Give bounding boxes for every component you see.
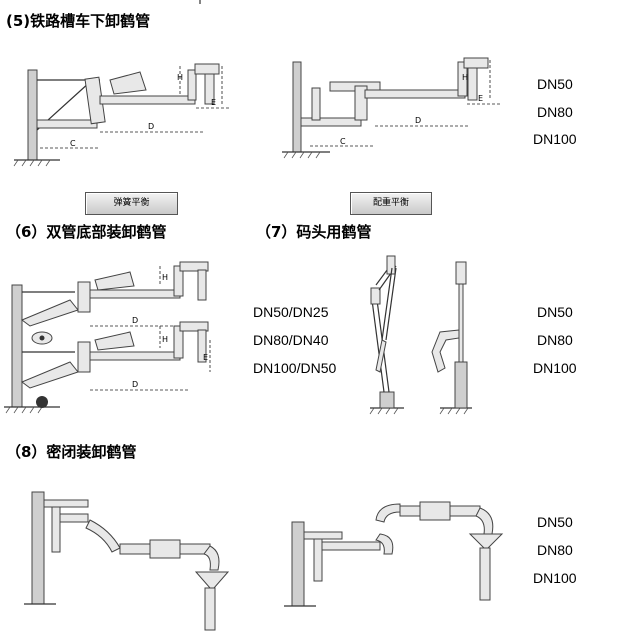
section-title-dual-pipe: （6）双管底部装卸鹤管 — [6, 223, 167, 241]
dim-label-e: E — [478, 94, 483, 103]
dim-label-e: E — [211, 98, 216, 107]
section-title-dock: （7）码头用鹤管 — [256, 223, 372, 241]
section-title-sealed: （8）密闭装卸鹤管 — [6, 443, 137, 461]
dim-label-c: C — [340, 137, 346, 146]
dn-label: DN80 — [537, 542, 573, 558]
dim-label-h: H — [162, 273, 168, 282]
dn-label: DN80 — [537, 332, 573, 348]
dn-label: DN100 — [533, 131, 577, 147]
dn-label: DN50/DN25 — [253, 304, 329, 320]
dn-label: DN50 — [537, 304, 573, 320]
section-title-railway: (5)铁路槽车下卸鹤管 — [6, 12, 151, 30]
dim-label-d: D — [148, 122, 154, 131]
dim-label-d: D — [132, 316, 138, 325]
dn-label: DN100 — [533, 570, 577, 586]
dim-label-c: C — [70, 139, 76, 148]
dual-pipe-arm-diagram — [4, 261, 211, 414]
sealed-arm-left-diagram — [24, 491, 230, 631]
dim-label-e: E — [203, 353, 208, 362]
railway-arm-spring-diagram — [13, 63, 230, 167]
dn-label: DN80 — [537, 104, 573, 120]
dn-label: DN100/DN50 — [253, 360, 337, 376]
dim-label-h: H — [462, 73, 468, 82]
dn-label: DN100 — [533, 360, 577, 376]
dim-label-h: H — [177, 73, 183, 82]
dim-label-d: D — [132, 380, 138, 389]
sealed-arm-right-diagram — [284, 501, 504, 607]
railway-arm-weight-diagram — [282, 57, 500, 159]
dim-label-d: D — [415, 116, 421, 125]
dn-label: DN80/DN40 — [253, 332, 329, 348]
dn-label: DN50 — [537, 76, 573, 92]
dim-label-h: H — [162, 335, 168, 344]
weight-balance-button[interactable]: 配重平衡 — [350, 192, 432, 215]
spring-balance-button[interactable]: 弹簧平衡 — [85, 192, 178, 215]
dock-arm-diagram — [369, 255, 472, 415]
dn-label: DN50 — [537, 514, 573, 530]
